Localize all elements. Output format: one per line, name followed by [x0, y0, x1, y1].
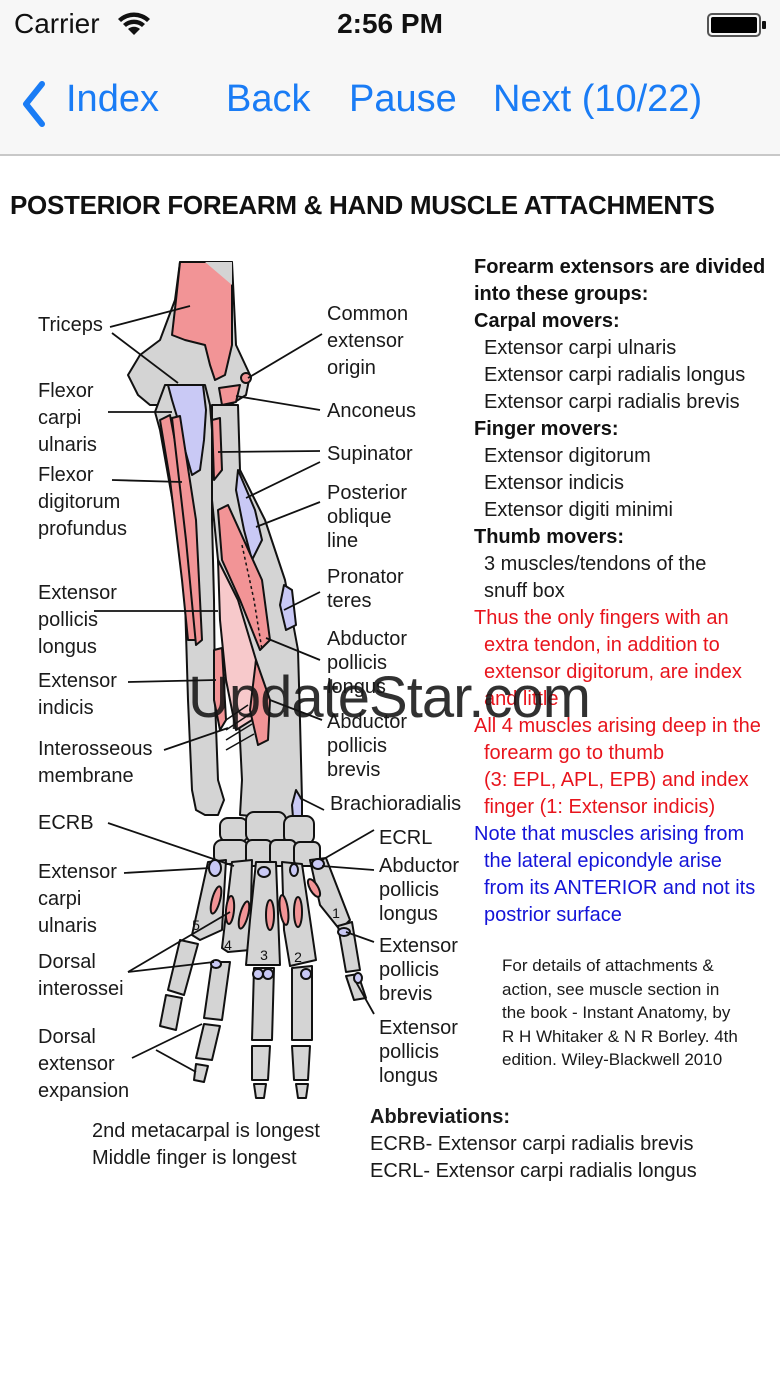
abbreviation-item: ECRL- Extensor carpi radialis longus	[370, 1160, 697, 1182]
notes-panel: Forearm extensors are divided into these…	[474, 254, 774, 929]
label-dorsal-extensor-expansion: Dorsal extensor expansion	[38, 1026, 130, 1102]
red-note-line: finger (1: Extensor indicis)	[484, 796, 716, 818]
leader-lines	[94, 305, 375, 1073]
blue-note-line: the lateral epicondyle arise	[484, 850, 722, 872]
interosseous-membrane	[225, 704, 255, 751]
label-flexor-carpi-ulnaris: Flexor carpi ulnaris	[38, 380, 97, 456]
red-note-line: extensor digitorum, are index	[484, 661, 742, 683]
anconeus-attachment	[218, 384, 241, 406]
tendon-insertions	[208, 858, 363, 984]
digit-number-1: 1	[332, 905, 340, 921]
blue-note-line: postrior surface	[484, 904, 622, 926]
status-bar: Carrier 2:56 PM	[0, 0, 780, 48]
notes-intro-line: Forearm extensors are divided	[474, 256, 766, 278]
label-anconeus: Anconeus	[327, 400, 416, 422]
group-item: snuff box	[484, 580, 565, 602]
fdp-attachment	[171, 415, 203, 646]
interossei-origins	[209, 878, 322, 931]
label-extensor-pollicis-longus: Extensor pollicis longus	[38, 582, 117, 658]
triceps-attachment	[171, 261, 233, 381]
label-dorsal-interossei: Dorsal interossei	[38, 951, 124, 1000]
battery-full-icon	[707, 13, 766, 37]
fact-line: Middle finger is longest	[92, 1147, 297, 1169]
label-interosseous-membrane: Interosseous membrane	[38, 738, 153, 787]
apl-origin	[217, 504, 271, 651]
label-extensor-indicis: Extensor indicis	[38, 670, 117, 719]
pause-button[interactable]: Pause	[349, 78, 457, 120]
label-supinator: Supinator	[327, 443, 413, 465]
digit-number-4: 4	[224, 937, 232, 953]
back-button[interactable]: Back	[226, 78, 311, 120]
group-item: Extensor carpi ulnaris	[484, 337, 677, 359]
abbreviations: Abbreviations: ECRB- Extensor carpi radi…	[370, 1104, 697, 1185]
digit-number-2: 2	[294, 949, 302, 965]
label-triceps: Triceps	[38, 314, 103, 336]
red-note-line: Thus the only fingers with an	[474, 607, 729, 629]
digit-number-5: 5	[192, 917, 200, 933]
label-pronator-teres: Pronator teres	[327, 566, 404, 612]
epb-origin	[249, 659, 271, 746]
label-brachioradialis: Brachioradialis	[330, 793, 462, 815]
supinator-attachment	[211, 417, 223, 481]
common-extensor-origin	[240, 372, 252, 384]
group-heading-thumb: Thumb movers:	[474, 526, 625, 548]
reference-line: the book - Instant Anatomy, by	[502, 1003, 731, 1022]
label-extensor-pollicis-brevis: Extensor pollicis brevis	[379, 935, 458, 1005]
epl-origin	[217, 559, 257, 731]
label-extensor-carpi-ulnaris: Extensor carpi ulnaris	[38, 861, 117, 937]
red-note-line: forearm go to thumb	[484, 742, 665, 764]
group-heading-carpal: Carpal movers:	[474, 310, 620, 332]
red-note-line: and little	[484, 688, 559, 710]
group-item: 3 muscles/tendons of the	[484, 553, 707, 575]
label-abductor-pollicis-longus: Abductor pollicis longus	[327, 628, 408, 698]
page-title: POSTERIOR FOREARM & HAND MUSCLE ATTACHME…	[10, 190, 715, 220]
index-button[interactable]: Index	[66, 78, 159, 120]
hand-facts: 2nd metacarpal is longest Middle finger …	[92, 1118, 320, 1172]
group-item: Extensor carpi radialis longus	[484, 364, 746, 386]
group-item: Extensor digitorum	[484, 445, 651, 467]
wifi-icon	[118, 12, 150, 35]
reference-line: For details of attachments &	[502, 956, 714, 975]
ei-origin	[213, 647, 227, 731]
red-note-line: (3: EPL, APL, EPB) and index	[484, 769, 749, 791]
group-item: Extensor digiti minimi	[484, 499, 673, 521]
fact-line: 2nd metacarpal is longest	[92, 1120, 320, 1142]
abbreviations-heading: Abbreviations:	[370, 1106, 511, 1128]
group-item: Extensor carpi radialis brevis	[484, 391, 740, 413]
reference-note: For details of attachments & action, see…	[502, 954, 772, 1072]
label-common-extensor-origin: Common extensor origin	[327, 303, 409, 379]
next-button[interactable]: Next (10/22)	[493, 78, 703, 120]
label-ecrb: ECRB	[38, 812, 94, 834]
notes-intro-line: into these groups:	[474, 283, 649, 305]
blue-note-line: from its ANTERIOR and not its	[484, 877, 756, 899]
group-item: Extensor indicis	[484, 472, 625, 494]
olecranon-insertion	[167, 384, 207, 476]
reference-line: action, see muscle section in	[502, 979, 720, 999]
label-extensor-pollicis-longus-hand: Extensor pollicis longus	[379, 1017, 458, 1087]
posterior-oblique-line	[241, 544, 263, 651]
label-flexor-digitorum-profundus: Flexor digitorum profundus	[38, 464, 127, 540]
abbreviation-item: ECRB- Extensor carpi radialis brevis	[370, 1133, 694, 1155]
chevron-left-icon[interactable]	[16, 80, 52, 128]
label-posterior-oblique-line: Posterior oblique line	[327, 482, 408, 552]
red-note-line: extra tendon, in addition to	[484, 634, 720, 656]
red-note-line: All 4 muscles arising deep in the	[474, 715, 761, 737]
label-ecrl: ECRL	[379, 827, 433, 849]
label-abductor-pollicis-longus-hand: Abductor pollicis longus	[379, 855, 460, 925]
reference-line: R H Whitaker & N R Borley. 4th	[502, 1026, 738, 1046]
group-heading-finger: Finger movers:	[474, 418, 619, 440]
label-abductor-pollicis-brevis: Abductor pollicis brevis	[327, 711, 408, 781]
reference-line: edition. Wiley-Blackwell 2010	[502, 1050, 723, 1069]
blue-note-line: Note that muscles arising from	[474, 823, 745, 845]
clock: 2:56 PM	[337, 8, 443, 39]
digit-number-3: 3	[260, 947, 268, 963]
forearm-hand-illustration: 1 2 3 4 5	[94, 261, 375, 1099]
carpal-bones	[213, 811, 321, 867]
carrier-label: Carrier	[14, 8, 100, 39]
navigation-bar: Index Back Pause Next (10/22)	[0, 48, 780, 156]
